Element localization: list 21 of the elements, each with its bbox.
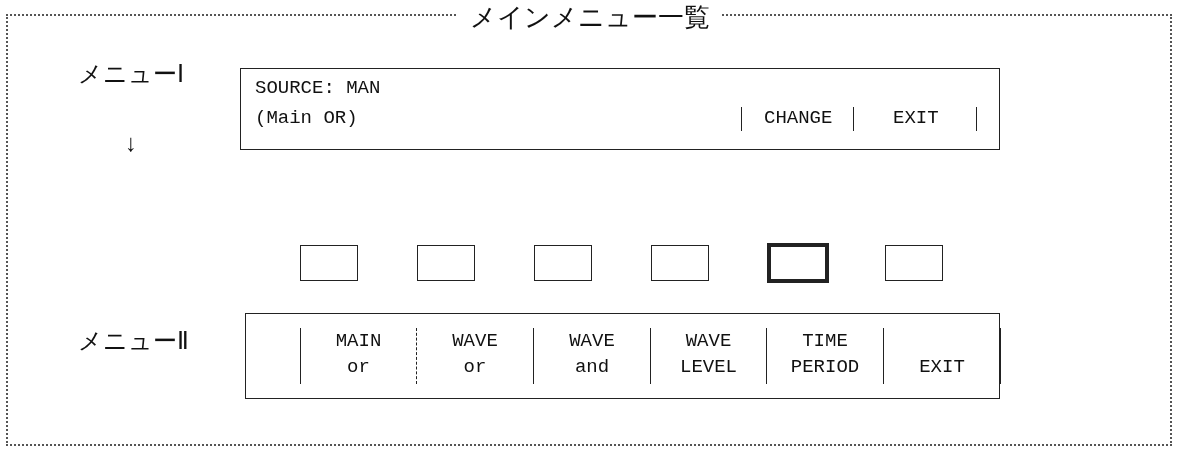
status-text: SOURCE: MAN	[255, 77, 381, 99]
soft-key	[885, 245, 943, 281]
menu-option: MAIN or	[335, 328, 382, 380]
menu-option: EXIT	[893, 107, 939, 129]
soft-key	[651, 245, 709, 281]
direction-arrow: ↓	[125, 130, 137, 157]
menu-option: CHANGE	[764, 107, 833, 129]
soft-key	[534, 245, 592, 281]
menu-option: WAVE and	[569, 328, 615, 380]
soft-key	[417, 245, 475, 281]
status-text: (Main OR)	[255, 107, 358, 129]
menu-option: WAVE LEVEL	[680, 328, 737, 380]
soft-key	[767, 243, 829, 283]
menu-option: EXIT	[919, 354, 965, 380]
menu-screen	[240, 68, 1000, 150]
menu-screen	[245, 313, 1000, 399]
menu-label: メニューⅡ	[78, 327, 189, 356]
menu-option: WAVE or	[452, 328, 498, 380]
menu-label: メニューⅠ	[78, 60, 184, 89]
soft-key	[300, 245, 358, 281]
menu-option: TIME PERIOD	[790, 328, 860, 380]
